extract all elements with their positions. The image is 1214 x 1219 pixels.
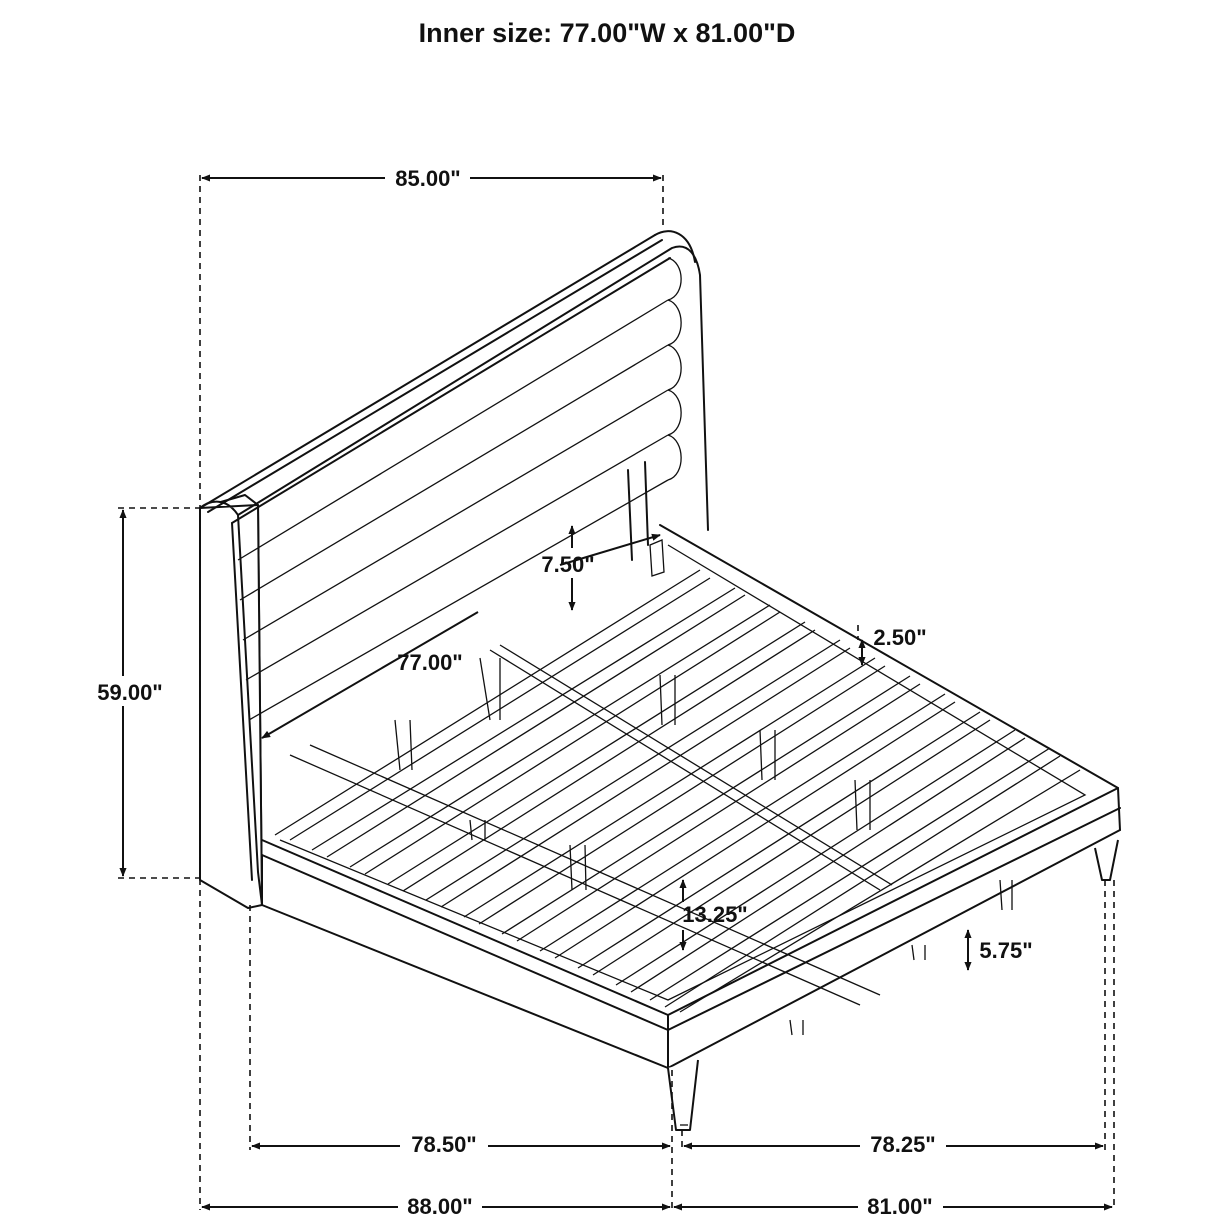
label-inner-width: 77.00" <box>397 650 462 675</box>
diagram-title: Inner size: 77.00"W x 81.00"D <box>418 18 796 48</box>
label-headboard-gap: 7.50" <box>541 552 594 577</box>
label-right-inner-length: 78.25" <box>870 1132 935 1157</box>
headboard <box>199 230 709 909</box>
dimension-lines <box>119 174 1113 1211</box>
slats <box>274 569 1081 1013</box>
bed-frame <box>261 524 1121 1131</box>
label-left-outer-length: 88.00" <box>407 1194 472 1214</box>
label-overall-height: 59.00" <box>97 680 162 705</box>
label-leg-height: 5.75" <box>979 938 1032 963</box>
extension-lines <box>118 175 1115 1210</box>
label-under-bed-clearance: 13.25" <box>682 902 747 927</box>
label-left-inner-length: 78.50" <box>411 1132 476 1157</box>
label-overall-width: 85.00" <box>395 166 460 191</box>
label-rail-height: 2.50" <box>873 625 926 650</box>
label-right-outer-length: 81.00" <box>867 1194 932 1214</box>
